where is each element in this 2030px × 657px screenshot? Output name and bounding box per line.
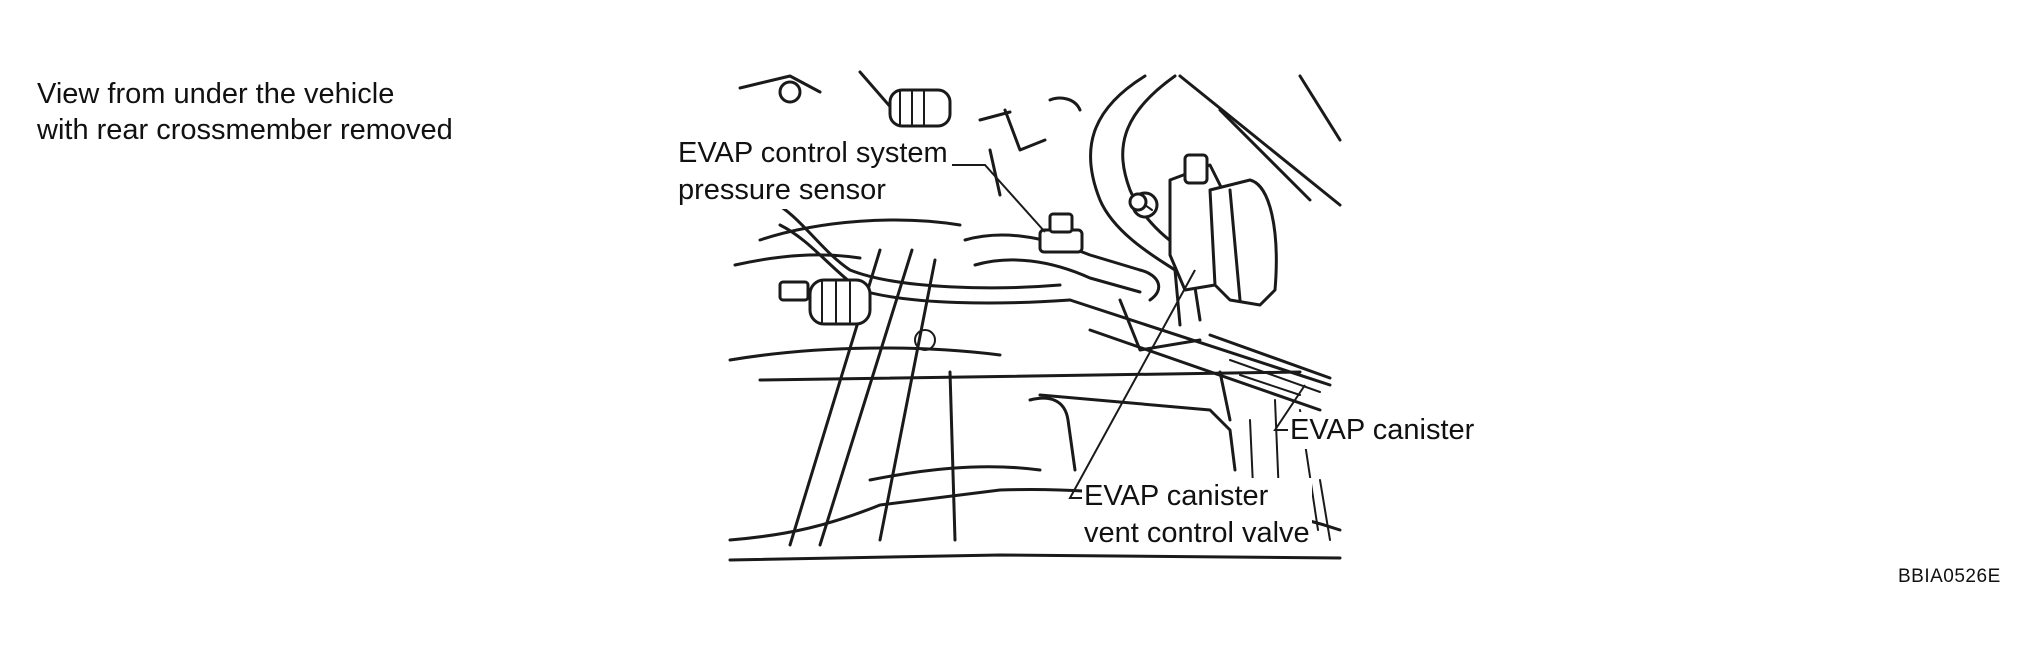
leader-canister bbox=[1273, 384, 1306, 431]
floor-panel-outline bbox=[728, 70, 1342, 542]
callout-evap-canister: EVAP canister bbox=[1288, 412, 1477, 449]
callout-vent-control-valve: EVAP canister vent control valve bbox=[1082, 478, 1312, 552]
callout-pressure-sensor: EVAP control system pressure sensor bbox=[676, 135, 950, 209]
mounting-bolts bbox=[778, 80, 1148, 302]
callout-leader-lines bbox=[952, 164, 1306, 499]
callout-evap-canister-line-1: EVAP canister bbox=[1290, 414, 1475, 446]
leader-vent-valve bbox=[1068, 269, 1196, 499]
view-caption-line-1: View from under the vehicle bbox=[37, 78, 395, 110]
view-caption: View from under the vehicle with rear cr… bbox=[37, 76, 453, 148]
figure-code: BBIA0526E bbox=[1898, 566, 2001, 587]
pressure-sensor-part bbox=[1038, 212, 1084, 254]
evap-canister-part bbox=[1118, 178, 1278, 352]
callout-vent-control-valve-line-2: vent control valve bbox=[1084, 517, 1310, 549]
callout-pressure-sensor-line-2: pressure sensor bbox=[678, 174, 886, 206]
callout-vent-control-valve-line-1: EVAP canister bbox=[1084, 480, 1269, 512]
callout-pressure-sensor-line-1: EVAP control system bbox=[678, 137, 948, 169]
leader-pressure-sensor bbox=[952, 164, 1046, 233]
view-caption-line-2: with rear crossmember removed bbox=[37, 114, 453, 146]
hose-clamps bbox=[808, 88, 1082, 351]
